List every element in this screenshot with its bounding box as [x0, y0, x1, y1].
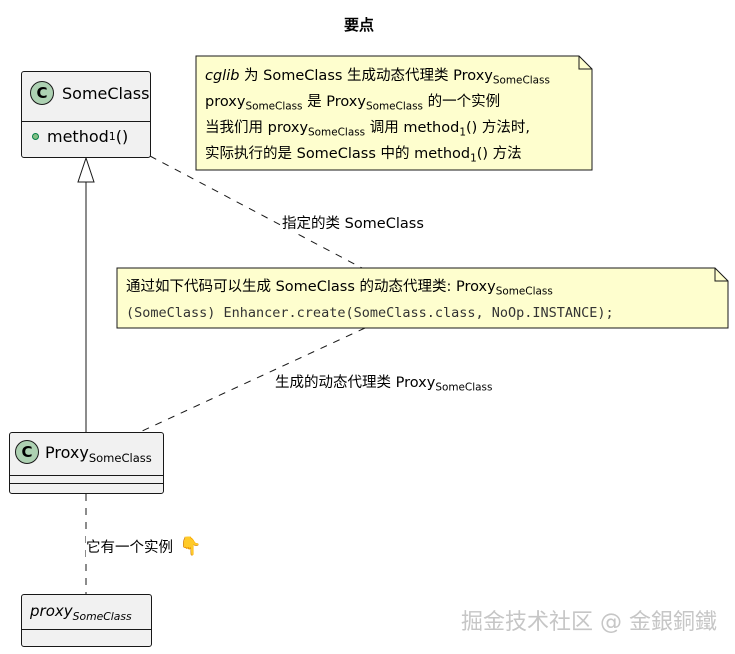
class-proxy-header: C ProxySomeClass: [15, 439, 152, 465]
object-proxy-instance-name: proxySomeClass: [30, 602, 132, 623]
note-mid-fold: [714, 268, 728, 282]
note-top-line-2-sub1: SomeClass: [245, 100, 303, 113]
note-top-line-3-idx: 1: [459, 126, 466, 139]
edge-label-generated-text: 生成的动态代理类 Proxy: [275, 375, 436, 391]
edge-label-instance-text: 它有一个实例: [86, 540, 173, 556]
class-someclass-header: C SomeClass: [30, 80, 149, 106]
note-top-line-3-c: () 方法时,: [465, 120, 531, 136]
class-divider: [10, 475, 163, 476]
object-proxy-instance-name-sub: SomeClass: [72, 609, 132, 623]
note-top-line-1-sub: SomeClass: [492, 74, 550, 87]
note-top-line-1: cglib 为 SomeClass 生成动态代理类 ProxySomeClass: [205, 63, 550, 89]
method-parens: (): [115, 127, 129, 146]
note-mid-code: (SomeClass) Enhancer.create(SomeClass.cl…: [126, 305, 614, 321]
note-top-line-4-b: () 方法: [476, 146, 522, 162]
note-top-line-3-sub: SomeClass: [308, 126, 366, 139]
edge-label-specified: 指定的类 SomeClass: [282, 212, 424, 233]
note-mid: 通过如下代码可以生成 SomeClass 的动态代理类: ProxySomeCl…: [126, 275, 614, 323]
method-name: method: [47, 127, 109, 146]
edge-label-generated-sub: SomeClass: [435, 381, 493, 394]
note-top: cglib 为 SomeClass 生成动态代理类 ProxySomeClass…: [205, 63, 550, 167]
watermark: 掘金技术社区 @ 金銀銅鐵: [461, 610, 717, 635]
class-proxy-name-text: Proxy: [45, 442, 89, 462]
note-top-line-3: 当我们用 proxySomeClass 调用 method1() 方法时,: [205, 115, 550, 141]
class-proxy-name-sub: SomeClass: [88, 450, 152, 465]
public-method-icon: [32, 133, 39, 140]
class-stereotype-icon: C: [15, 440, 39, 464]
note-top-line-2-c: 的一个实例: [423, 94, 501, 110]
class-proxy: C ProxySomeClass: [9, 432, 164, 494]
note-top-cglib: cglib: [205, 68, 240, 84]
object-proxy-instance-name-text: proxy: [30, 602, 73, 620]
note-top-fold: [578, 56, 592, 70]
note-top-line-4-idx: 1: [470, 152, 477, 165]
note-top-line-2-b: 是 Proxy: [302, 94, 366, 110]
note-mid-line-1-sub: SomeClass: [495, 285, 553, 298]
inheritance-arrowhead: [77, 156, 95, 183]
note-top-line-1-text: 为 SomeClass 生成动态代理类 Proxy: [239, 68, 493, 84]
note-top-line-3-a: 当我们用 proxy: [205, 120, 309, 136]
note-top-line-2-a: proxy: [205, 94, 246, 110]
note-top-line-2-sub2: SomeClass: [365, 100, 423, 113]
class-proxy-name: ProxySomeClass: [45, 442, 152, 465]
class-divider: [10, 483, 163, 484]
class-someclass-name: SomeClass: [62, 83, 150, 103]
class-divider: [22, 121, 150, 122]
note-top-line-4-a: 实际执行的是 SomeClass 中的 method: [205, 146, 471, 162]
dashed-link-someclass-note: [149, 155, 363, 269]
object-proxy-instance: proxySomeClass: [21, 594, 152, 647]
edge-label-generated: 生成的动态代理类 ProxySomeClass: [275, 371, 493, 394]
edge-label-instance: 它有一个实例 👇: [86, 536, 202, 557]
pointing-down-hand-icon: 👇: [179, 536, 202, 557]
note-top-line-2: proxySomeClass 是 ProxySomeClass 的一个实例: [205, 89, 550, 115]
class-stereotype-icon: C: [30, 81, 54, 105]
note-top-shape: [195, 55, 593, 171]
note-mid-shape: [116, 267, 729, 329]
note-mid-line-1-text: 通过如下代码可以生成 SomeClass 的动态代理类: Proxy: [126, 279, 496, 295]
object-divider: [22, 629, 151, 630]
note-top-line-3-b: 调用 method: [365, 120, 460, 136]
method-index: 1: [108, 130, 116, 143]
note-top-line-4: 实际执行的是 SomeClass 中的 method1() 方法: [205, 141, 550, 167]
note-mid-line-1: 通过如下代码可以生成 SomeClass 的动态代理类: ProxySomeCl…: [126, 275, 614, 301]
diagram-title: 要点: [343, 16, 374, 34]
